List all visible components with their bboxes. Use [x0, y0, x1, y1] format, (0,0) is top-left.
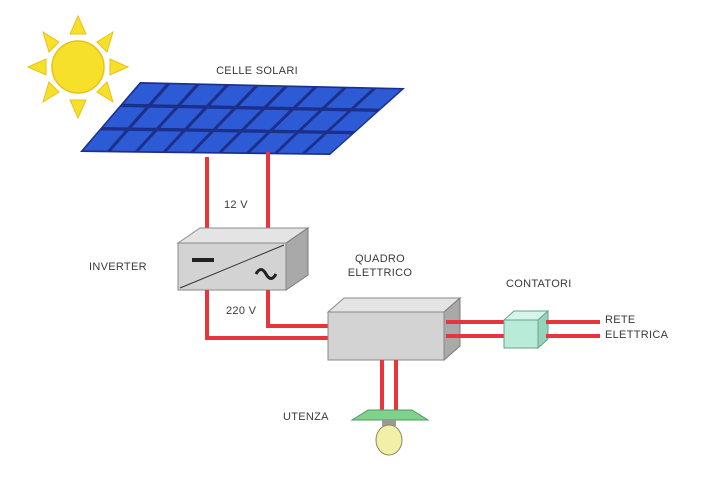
solar-cell [194, 132, 238, 153]
label-user: UTENZA [283, 411, 329, 423]
solar-cell [239, 86, 284, 107]
meter-wires [446, 320, 504, 338]
solar-cell [210, 85, 255, 106]
label-voltage-ac: 220 V [226, 305, 257, 317]
solar-cell [83, 130, 125, 151]
solar-panel-icon [80, 82, 405, 155]
solar-cell [330, 111, 377, 132]
solar-cell [250, 132, 295, 153]
solar-cell [245, 109, 290, 130]
solar-cell [111, 130, 154, 151]
solar-cell [181, 85, 225, 106]
solar-cell [268, 87, 313, 107]
lamp-icon [350, 409, 430, 456]
solar-cell [188, 108, 232, 129]
meter-box [502, 309, 550, 350]
solar-cell [278, 133, 323, 154]
solar-cell [131, 107, 175, 128]
solar-cell [103, 107, 146, 128]
label-grid-line2: ELETTRICA [605, 329, 669, 341]
solar-cell [139, 131, 182, 152]
solar-cell [216, 109, 261, 130]
electrical-panel-box [326, 296, 462, 362]
ac-wires [205, 290, 328, 340]
solar-cell [326, 88, 372, 109]
solar-cell [305, 133, 352, 154]
solar-cell [160, 108, 204, 129]
grid-wires [546, 320, 600, 338]
inverter-box [176, 227, 310, 291]
solar-cell [152, 84, 196, 105]
label-inverter: INVERTER [89, 261, 147, 273]
sun-icon [26, 14, 130, 120]
dc-symbol [192, 258, 214, 262]
ac-symbol [254, 268, 278, 280]
user-wires [380, 360, 398, 410]
label-panel-line1: QUADRO [355, 253, 405, 265]
label-panel-line2: ELETTRICO [348, 267, 413, 279]
label-meters: CONTATORI [506, 278, 572, 290]
solar-cell [302, 110, 348, 131]
dc-wires [205, 152, 270, 242]
solar-cell [297, 87, 343, 108]
solar-cell [222, 132, 267, 153]
solar-cell [123, 83, 166, 105]
label-voltage-dc: 12 V [224, 199, 248, 211]
solar-cell [354, 88, 402, 109]
label-solar-cells: CELLE SOLARI [216, 65, 298, 77]
label-grid-line1: RETE [605, 314, 636, 326]
solar-cell [166, 131, 210, 152]
solar-cell [273, 110, 319, 131]
